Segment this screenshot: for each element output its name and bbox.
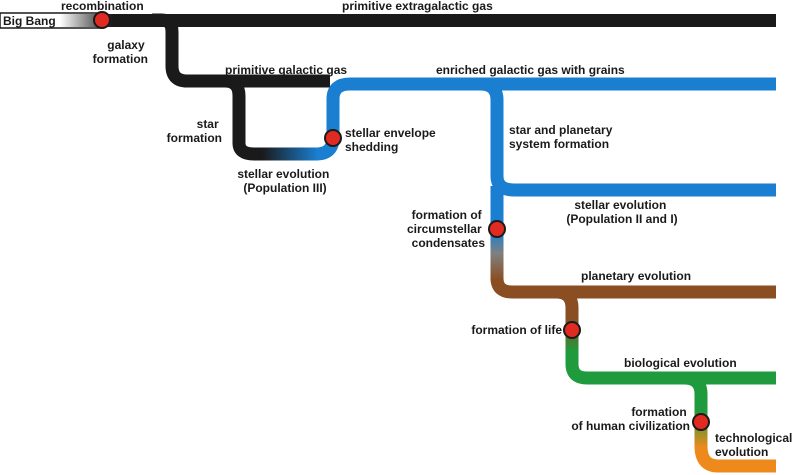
stellar-evolution-pop2-1-line-1: stellar evolution [574,198,666,212]
galaxy-formation-line-1: galaxy [107,38,145,52]
primitive-galactic-gas-label: primitive galactic gas [225,63,347,77]
star-planetary-line-1: star and planetary [509,123,613,137]
human-civilization-line-1: formation [631,405,686,419]
primitive-extragalactic-gas-line [112,14,776,27]
circumstellar-condensates-node [488,220,506,238]
stellar-evolution-pop3-line-1: stellar evolution [237,167,329,181]
human-civilization-node [692,413,710,431]
circumstellar-condensates-label: formation of circumstellar condensates [407,208,485,250]
stellar-envelope-shedding-branch [315,77,776,161]
stellar-evolution-pop2-1-label: stellar evolution (Population II and I) [566,198,677,226]
biological-evolution-line [565,350,776,385]
star-formation-line-2: formation [167,131,222,145]
stellar-evolution-pop3-label: stellar evolution (Population III) [237,167,332,195]
recombination-node [93,11,111,29]
biological-evolution-label: biological evolution [624,356,737,370]
formation-of-life-branch-brown [555,285,579,320]
technological-evolution-line [694,445,776,473]
human-civilization-line-2: of human civilization [571,419,690,433]
circumstellar-line-1: formation of [412,208,483,222]
big-bang-label: Big Bang [3,14,56,28]
star-planetary-formation-branch [479,77,776,197]
planetary-evolution-line [490,277,776,299]
galaxy-formation-line-2: formation [93,52,148,66]
galaxy-formation-branch [152,13,330,88]
stellar-evolution-pop2-1-line-2: (Population II and I) [566,212,677,226]
technological-line-2: evolution [715,445,768,459]
star-formation-line-1: star [197,117,219,131]
technological-evolution-label: technological evolution [715,431,796,459]
recombination-label: recombination [61,0,144,13]
formation-of-life-node [563,321,581,339]
galaxy-formation-label: galaxy formation [93,38,148,66]
star-planetary-line-2: system formation [509,137,609,151]
circumstellar-line-3: condensates [412,236,486,250]
enriched-galactic-gas-label: enriched galactic gas with grains [436,63,625,77]
formation-of-life-label: formation of life [471,323,562,337]
stellar-envelope-shedding-line-2: shedding [345,140,398,154]
circumstellar-line-2: circumstellar [407,222,482,236]
stellar-envelope-shedding-node [324,129,342,147]
human-civilization-label: formation of human civilization [571,405,690,433]
stellar-evolution-pop3-line-2: (Population III) [243,181,326,195]
primitive-extragalactic-gas-label: primitive extragalactic gas [342,0,493,13]
stellar-envelope-shedding-line-1: stellar envelope [345,126,436,140]
technological-line-1: technological [715,431,792,445]
planetary-evolution-label: planetary evolution [581,269,691,283]
star-formation-label: star formation [167,117,222,145]
stellar-envelope-shedding-label: stellar envelope shedding [345,126,439,154]
star-planetary-system-formation-label: star and planetary system formation [509,123,616,151]
star-formation-branch [224,74,262,161]
human-civilization-branch-green [683,371,708,412]
